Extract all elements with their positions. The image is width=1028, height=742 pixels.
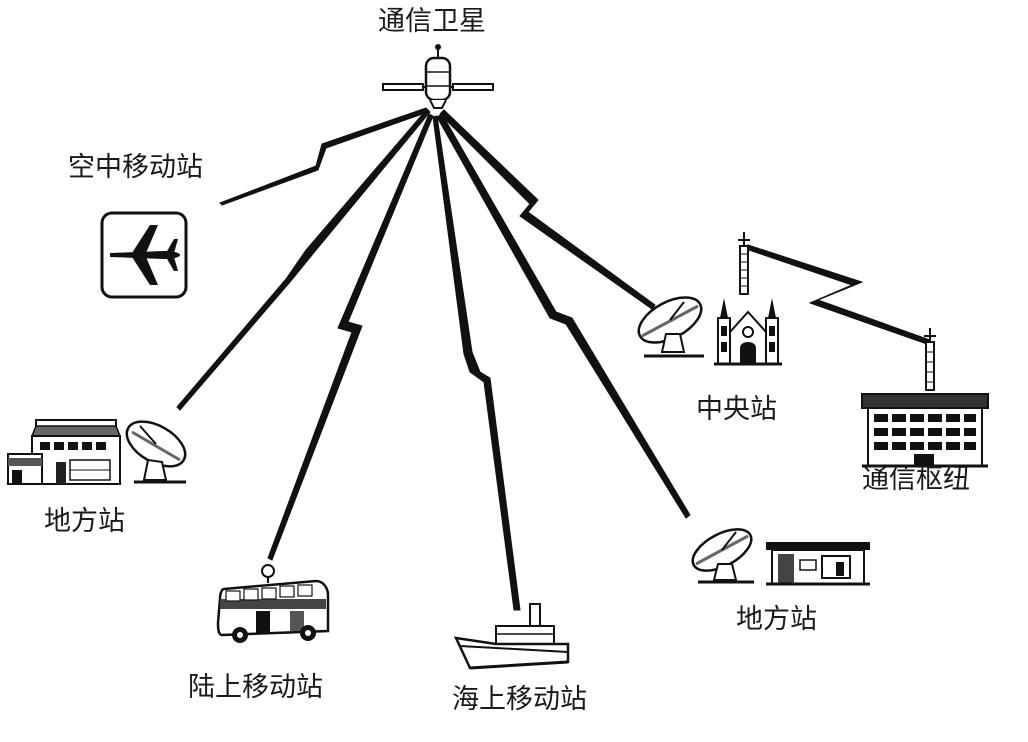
- building-icon: [7, 419, 122, 485]
- ship-icon: [453, 603, 570, 670]
- building-icon: [766, 542, 870, 586]
- hub-label: 通信枢纽: [862, 464, 970, 495]
- airplane-icon: [100, 211, 188, 299]
- dish-icon: [637, 296, 704, 358]
- link-sea-mobile: [432, 115, 521, 611]
- sea-mobile-label: 海上移动站: [452, 684, 587, 715]
- air-mobile-label: 空中移动站: [68, 152, 203, 183]
- cathedral-icon: [714, 298, 782, 366]
- dish-icon: [125, 420, 187, 484]
- dish-building-icon: [691, 528, 870, 586]
- dish-cathedral-icon: [637, 232, 782, 366]
- satellite-icon: [382, 44, 494, 109]
- link-central: [439, 109, 656, 310]
- dish-icon: [691, 528, 754, 584]
- ground-right-label: 地方站: [736, 604, 817, 635]
- ground-left-label: 地方站: [44, 506, 125, 537]
- link-ground-left: [176, 108, 431, 411]
- land-mobile-label: 陆上移动站: [188, 672, 323, 703]
- link-air-mobile: [219, 107, 429, 206]
- antenna-mast-icon: [924, 328, 936, 391]
- satellite-label: 通信卫星: [378, 6, 486, 37]
- bus-icon: [216, 564, 330, 643]
- link-ground-right: [436, 113, 691, 519]
- building-dish-icon: [7, 419, 187, 485]
- antenna-mast-icon: [738, 232, 750, 295]
- radio-links: [176, 107, 931, 611]
- central-label: 中央站: [696, 394, 777, 425]
- office-building-icon: [861, 328, 989, 468]
- link-land-mobile: [267, 113, 434, 561]
